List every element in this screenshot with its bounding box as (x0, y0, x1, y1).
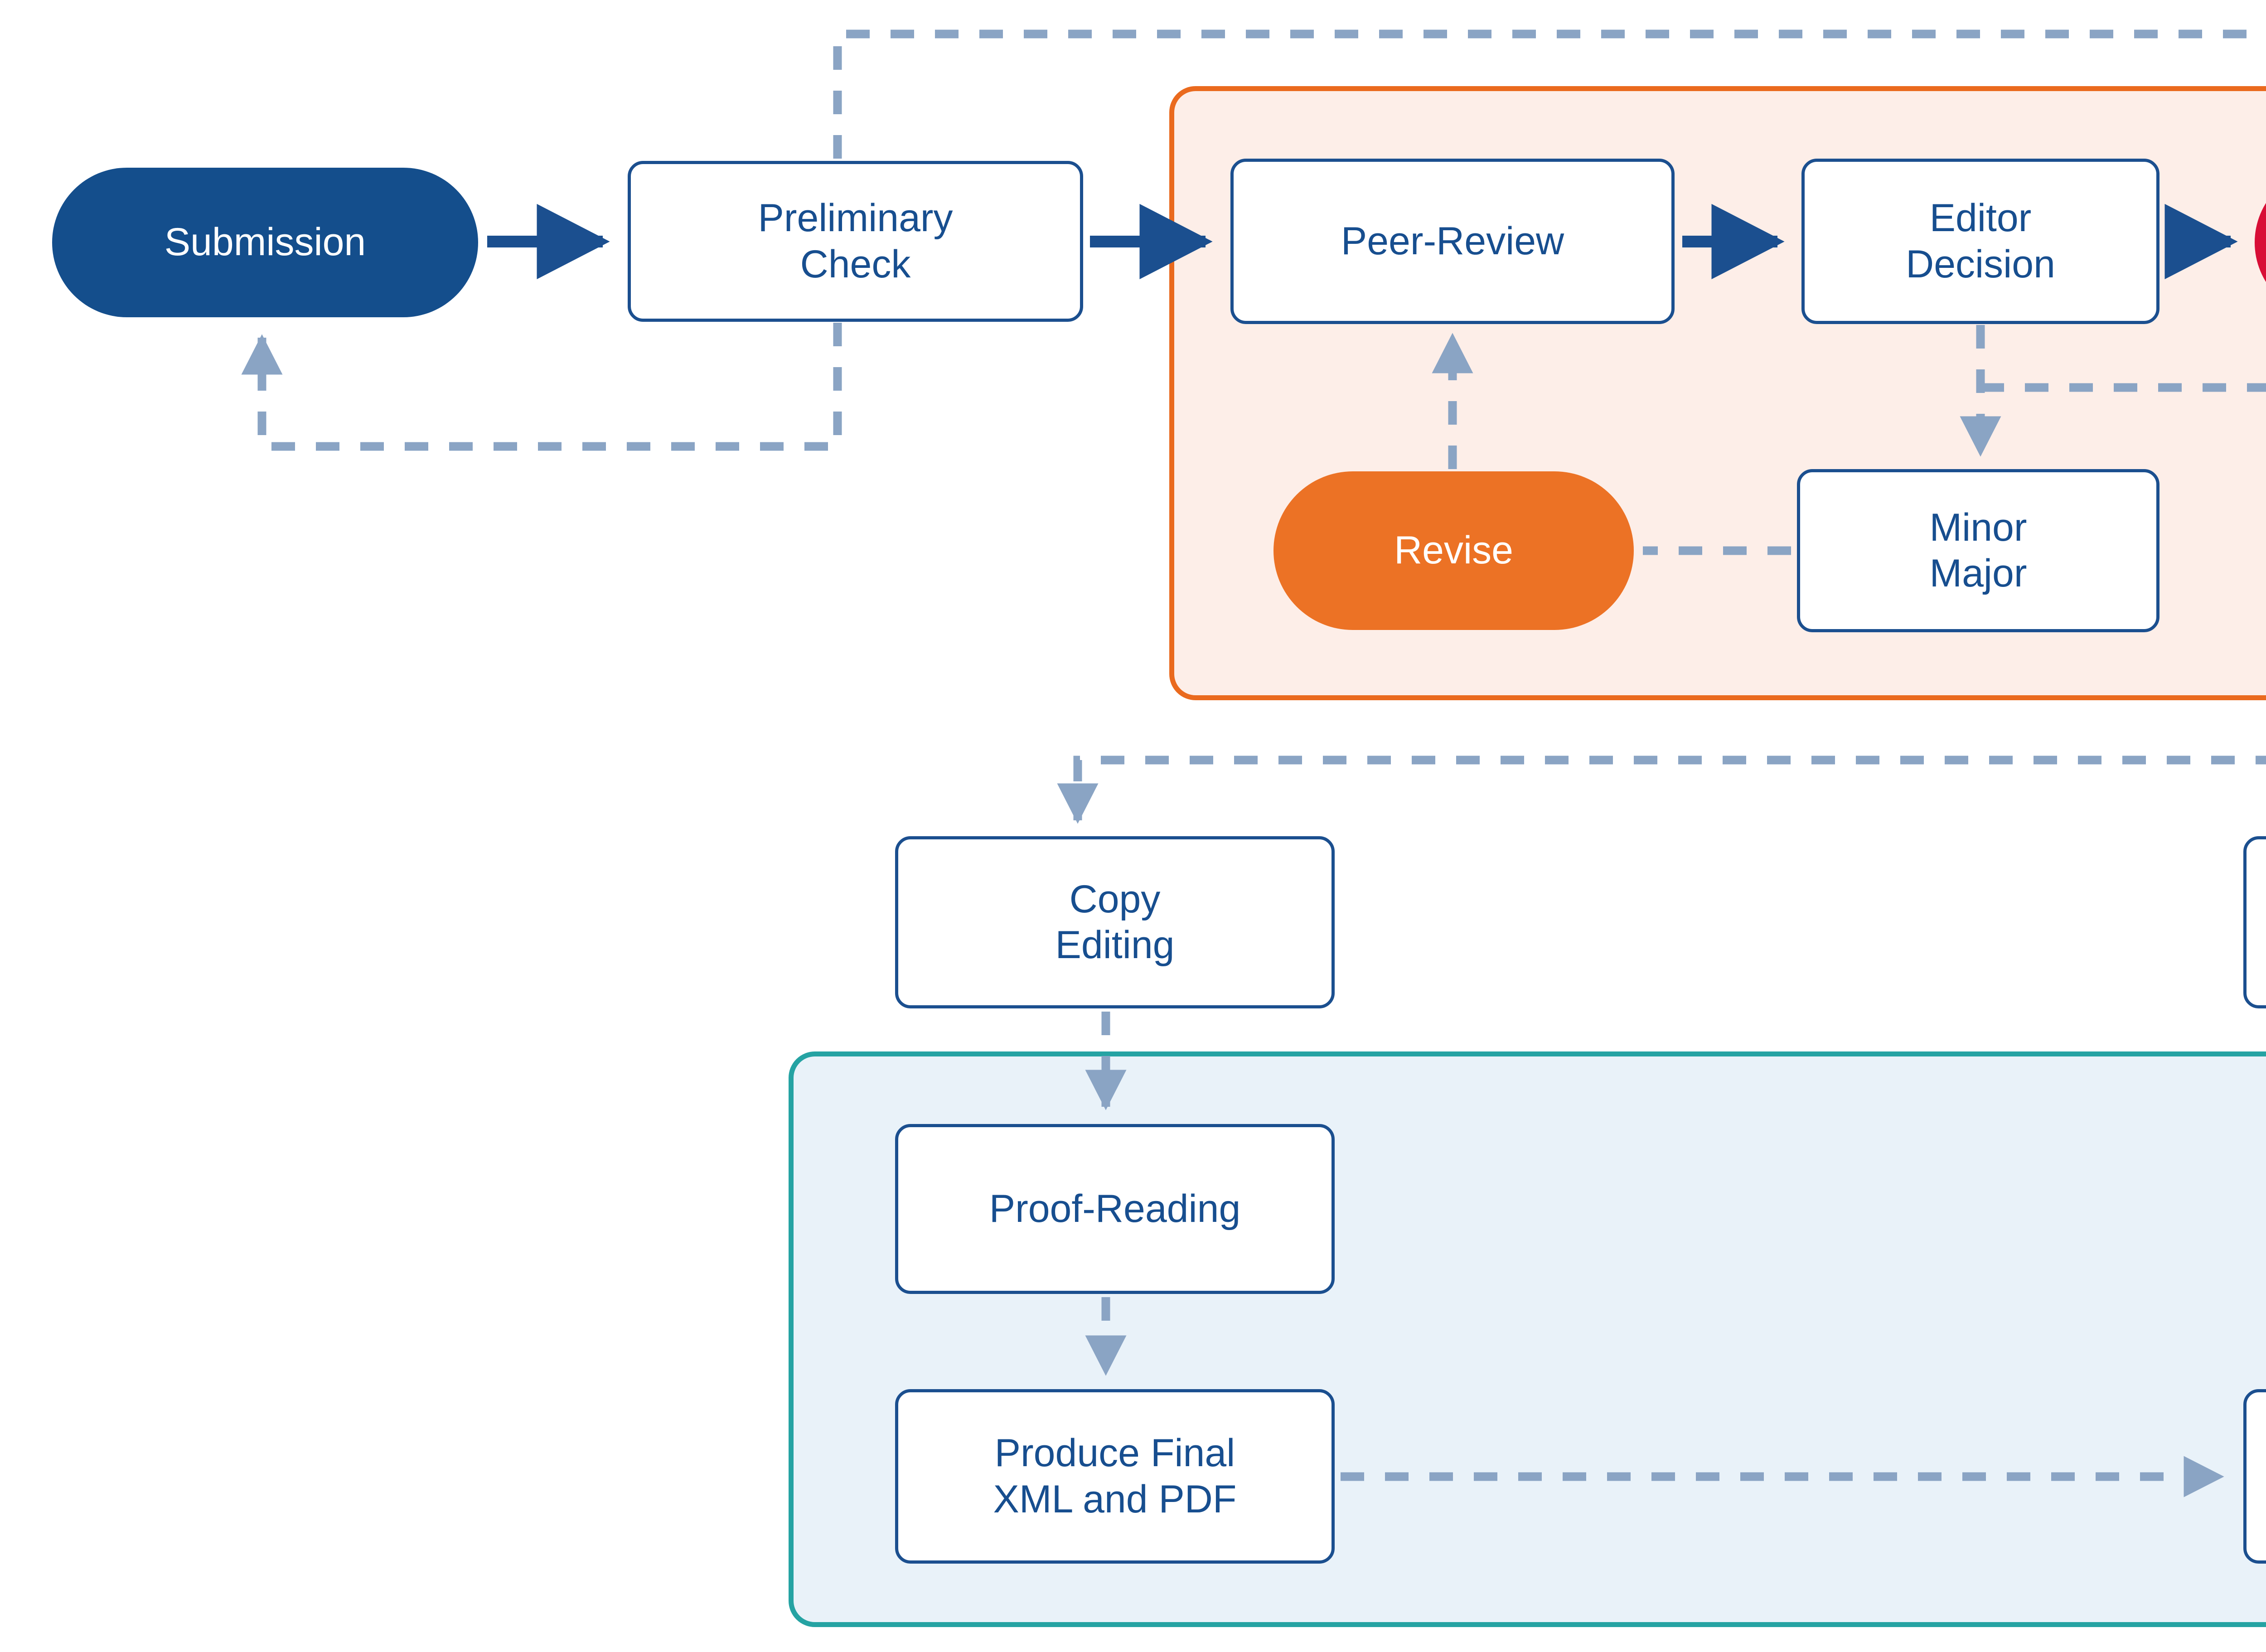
node-peer-review[interactable]: Peer-Review (1230, 159, 1675, 324)
node-submission[interactable]: Submission (52, 168, 478, 317)
node-revise[interactable]: Revise (1273, 471, 1634, 630)
node-invoicing[interactable]: Invoicing (2243, 836, 2266, 1008)
node-production[interactable]: Production (2243, 1389, 2266, 1564)
node-produce-final-xml-pdf-label: Produce Final XML and PDF (993, 1431, 1237, 1521)
node-preliminary-check[interactable]: Preliminary Check (628, 161, 1083, 322)
node-copy-editing-label: Copy Editing (1055, 877, 1175, 967)
edge-preliminary-to-submission (241, 323, 842, 451)
node-editor-decision[interactable]: Editor Decision (1801, 159, 2159, 324)
node-peer-review-label: Peer-Review (1341, 219, 1564, 263)
node-proof-reading[interactable]: Proof-Reading (895, 1124, 1335, 1294)
node-preliminary-check-label: Preliminary Check (758, 196, 953, 286)
node-revise-label: Revise (1394, 528, 1513, 572)
node-submission-label: Submission (164, 220, 366, 264)
node-proof-reading-label: Proof-Reading (989, 1187, 1241, 1231)
node-minor-major[interactable]: Minor Major (1797, 469, 2159, 632)
node-minor-major-label: Minor Major (1929, 505, 2027, 595)
node-editor-decision-label: Editor Decision (1906, 196, 2055, 286)
node-copy-editing[interactable]: Copy Editing (895, 836, 1335, 1008)
node-produce-final-xml-pdf[interactable]: Produce Final XML and PDF (895, 1389, 1335, 1564)
